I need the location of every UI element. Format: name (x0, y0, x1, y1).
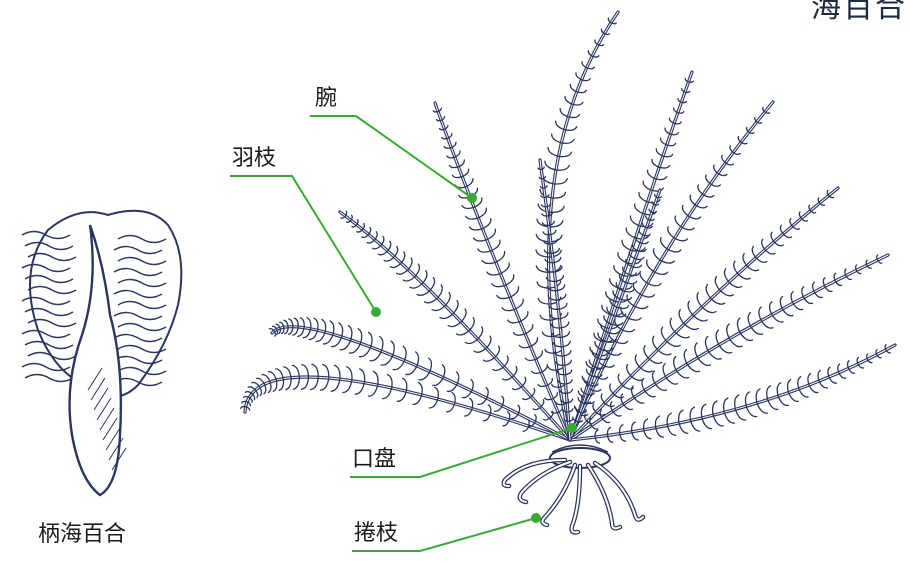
label-cirrus: 捲枝 (354, 523, 398, 545)
label-arm: 腕 (315, 88, 337, 110)
arm-9 (570, 345, 895, 443)
leader-pinnule-line (230, 176, 376, 312)
pinnule-strokes (269, 318, 536, 427)
pinnule-strokes (577, 108, 770, 416)
leader-pinnule-dot (371, 307, 381, 317)
arm-11 (538, 160, 573, 440)
stalked-crinoid-caption: 柄海百合 (38, 524, 126, 546)
arm-2 (340, 211, 570, 440)
leader-arm-dot (467, 193, 477, 203)
label-oral-disc: 口盘 (352, 449, 396, 471)
stalked-crinoid (22, 211, 181, 495)
title-fragment: 海百合 (811, 0, 907, 26)
arm-axis-highlight (570, 345, 895, 440)
leader-oral-disc-dot (567, 423, 577, 433)
arm-10 (570, 190, 661, 440)
arm-axis (570, 345, 895, 440)
arm-0 (241, 364, 570, 440)
label-pinnule: 羽枝 (232, 148, 276, 170)
leader-cirrus-dot (531, 513, 541, 523)
